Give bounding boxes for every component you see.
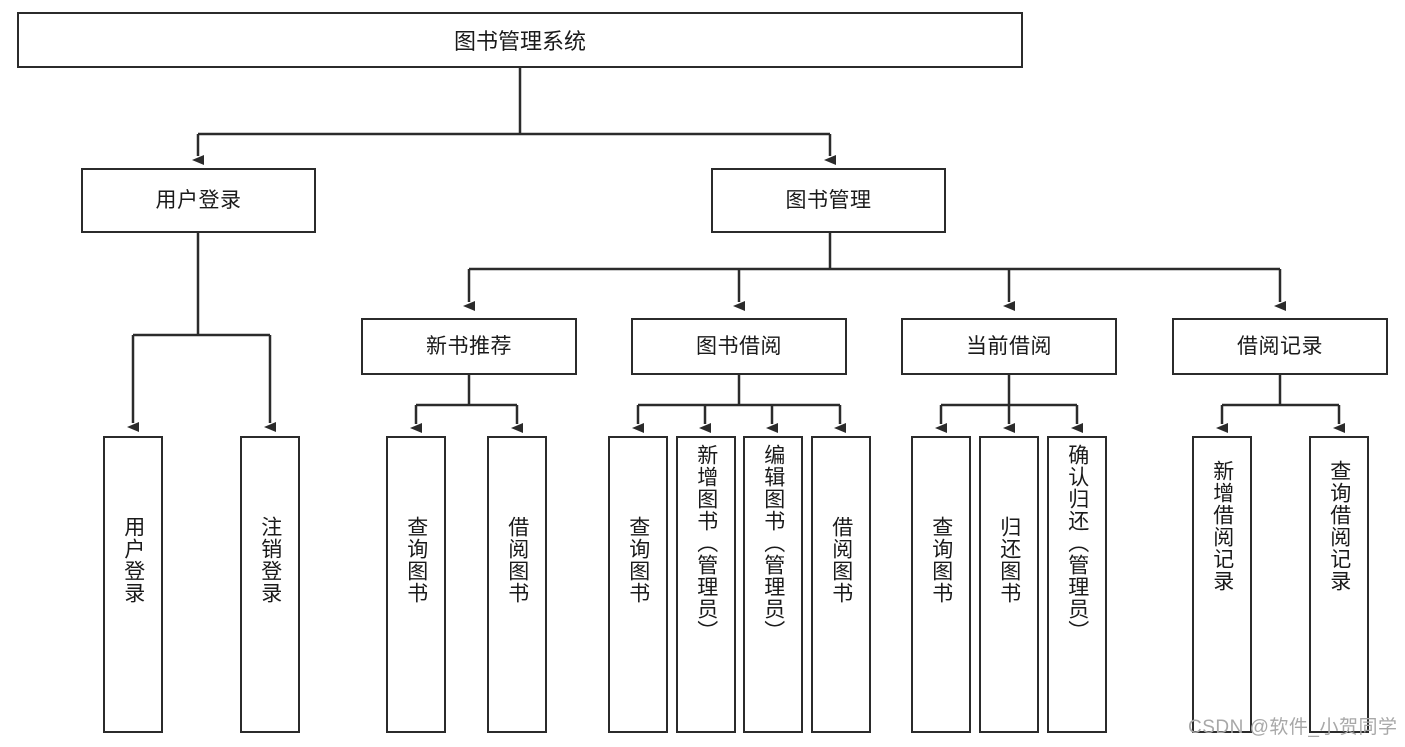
leaf-node-borrow-book-1[interactable]: 借阅图书 xyxy=(487,436,547,733)
node-label: 新增图书（管理员） xyxy=(694,444,718,642)
node-label: 查询图书 xyxy=(626,516,650,604)
node-label: 用户登录 xyxy=(155,188,242,212)
node-label: 借阅图书 xyxy=(829,516,853,604)
node-label: 归还图书 xyxy=(997,516,1021,604)
node-label: 图书借阅 xyxy=(696,334,782,358)
leaf-node-return-book[interactable]: 归还图书 xyxy=(979,436,1039,733)
node-label: 查询图书 xyxy=(404,516,428,604)
node-current-borrow[interactable]: 当前借阅 xyxy=(901,318,1117,375)
node-label: 借阅图书 xyxy=(505,516,529,604)
node-label: 确认归还（管理员） xyxy=(1065,444,1089,642)
node-label: 借阅记录 xyxy=(1237,334,1323,358)
leaf-node-query-book-3[interactable]: 查询图书 xyxy=(911,436,971,733)
node-label: 当前借阅 xyxy=(966,334,1052,358)
node-label: 新书推荐 xyxy=(426,334,512,358)
leaf-node-query-record[interactable]: 查询借阅记录 xyxy=(1309,436,1369,733)
node-label: 查询借阅记录 xyxy=(1327,460,1351,592)
node-label: 图书管理 xyxy=(785,188,872,212)
node-book-borrow[interactable]: 图书借阅 xyxy=(631,318,847,375)
leaf-node-add-book[interactable]: 新增图书（管理员） xyxy=(676,436,736,733)
node-label: 编辑图书（管理员） xyxy=(761,444,785,642)
node-label: 用户登录 xyxy=(121,516,145,604)
node-label: 查询图书 xyxy=(929,516,953,604)
node-root-book-management-system[interactable]: 图书管理系统 xyxy=(17,12,1023,68)
leaf-node-user-login[interactable]: 用户登录 xyxy=(103,436,163,733)
node-label: 新增借阅记录 xyxy=(1210,460,1234,592)
leaf-node-confirm-return[interactable]: 确认归还（管理员） xyxy=(1047,436,1107,733)
leaf-node-add-record[interactable]: 新增借阅记录 xyxy=(1192,436,1252,733)
leaf-node-logout-login[interactable]: 注销登录 xyxy=(240,436,300,733)
node-label: 图书管理系统 xyxy=(453,29,586,54)
leaf-node-query-book-2[interactable]: 查询图书 xyxy=(608,436,668,733)
node-borrow-record[interactable]: 借阅记录 xyxy=(1172,318,1388,375)
watermark-text: CSDN @软件_小贺同学 xyxy=(1188,717,1398,738)
node-new-book-recommend[interactable]: 新书推荐 xyxy=(361,318,577,375)
node-book-management[interactable]: 图书管理 xyxy=(711,168,946,233)
node-label: 注销登录 xyxy=(258,516,282,604)
leaf-node-borrow-book-2[interactable]: 借阅图书 xyxy=(811,436,871,733)
leaf-node-query-book-1[interactable]: 查询图书 xyxy=(386,436,446,733)
leaf-node-edit-book[interactable]: 编辑图书（管理员） xyxy=(743,436,803,733)
node-user-login[interactable]: 用户登录 xyxy=(81,168,316,233)
